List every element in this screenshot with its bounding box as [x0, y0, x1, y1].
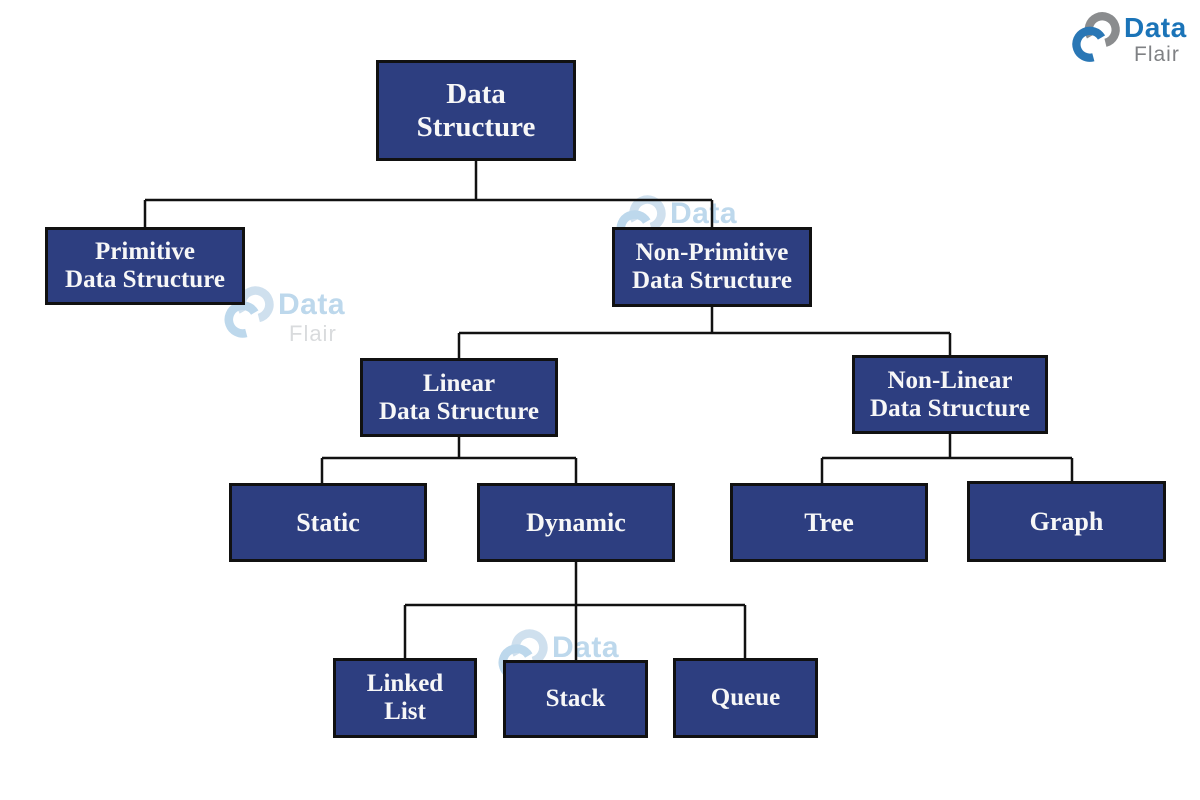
watermark-text-flair: Flair [289, 321, 337, 346]
node-non-linear-data-structure: Non-Linear Data Structure [852, 355, 1048, 434]
dataflair-wordmark: Data Flair [1124, 12, 1187, 66]
node-non-primitive-data-structure: Non-Primitive Data Structure [612, 227, 812, 307]
watermark-text-data: Data [552, 631, 620, 664]
node-queue: Queue [673, 658, 818, 738]
node-data-structure: Data Structure [376, 60, 576, 161]
dataflair-wordmark: Data Flair [278, 290, 345, 345]
node-linear-data-structure: Linear Data Structure [360, 358, 558, 437]
node-static: Static [229, 483, 427, 562]
dataflair-logo-icon [1072, 12, 1120, 62]
node-linked-list: Linked List [333, 658, 477, 738]
brand-text-flair: Flair [1134, 43, 1180, 66]
brand-text-data: Data [1124, 12, 1187, 43]
node-stack: Stack [503, 660, 648, 738]
node-tree: Tree [730, 483, 928, 562]
watermark-text-data: Data [670, 197, 738, 230]
node-graph: Graph [967, 481, 1166, 562]
watermark-text-data: Data [278, 288, 346, 321]
dataflair-logo: Data Flair [1068, 8, 1187, 66]
node-primitive-data-structure: Primitive Data Structure [45, 227, 245, 305]
node-dynamic: Dynamic [477, 483, 675, 562]
